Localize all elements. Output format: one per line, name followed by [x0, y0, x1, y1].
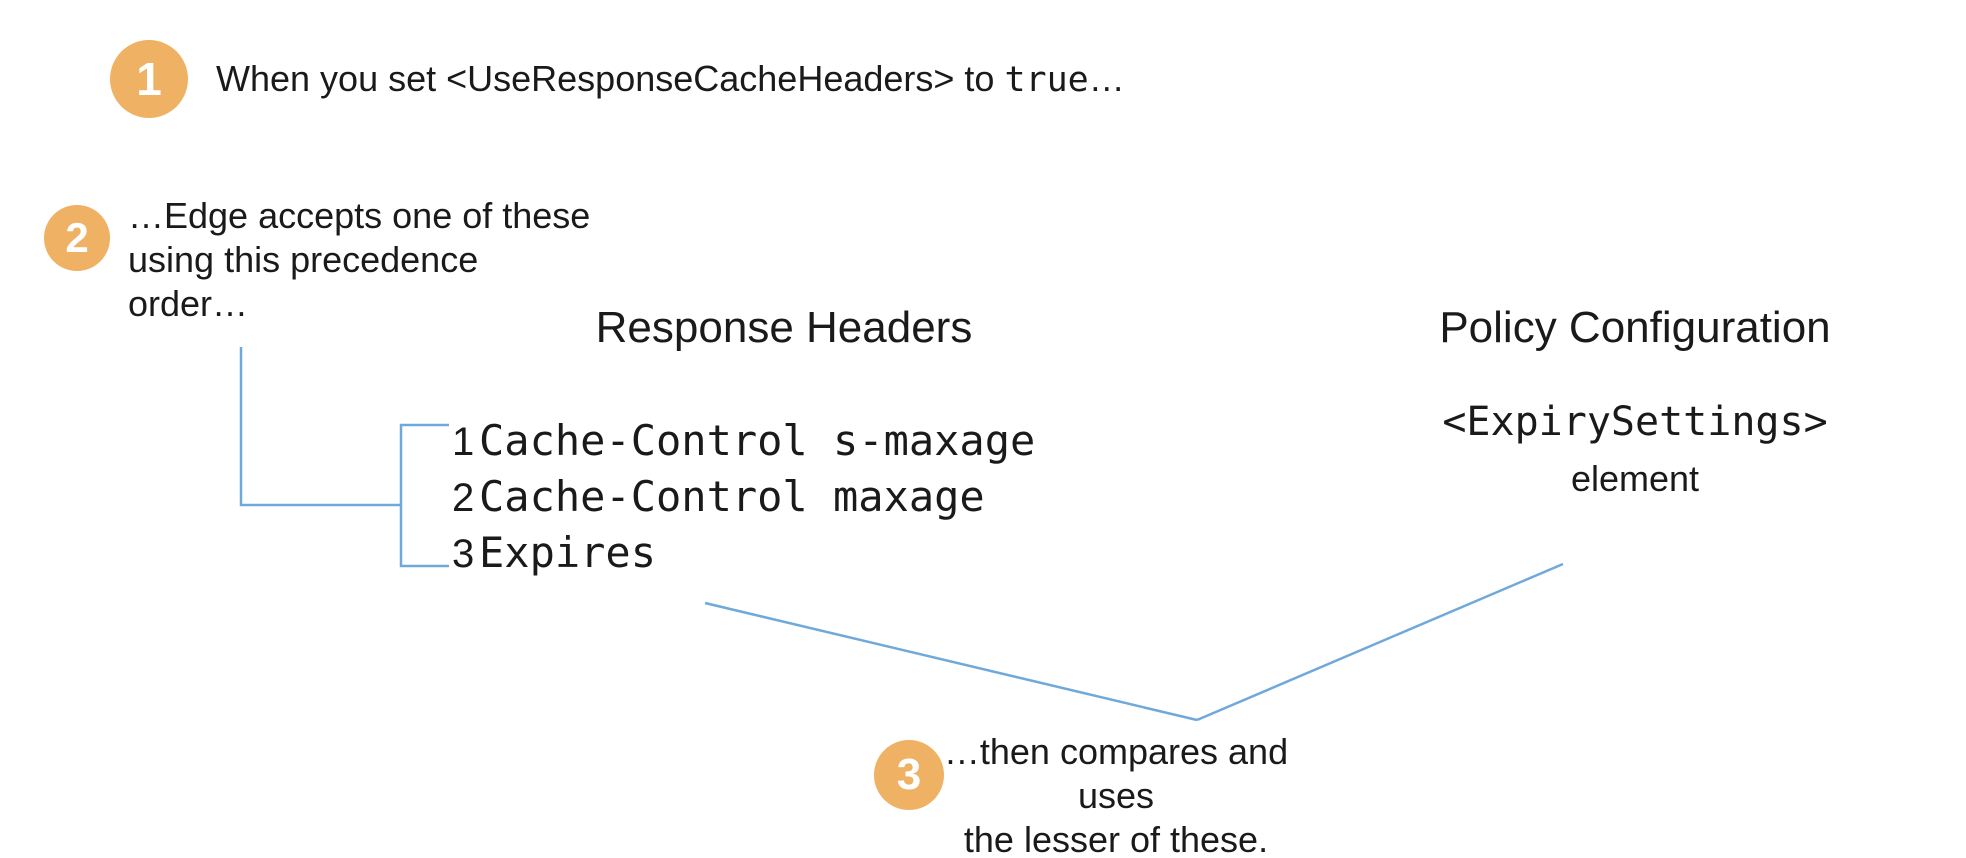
response-headers-heading: Response Headers: [595, 303, 973, 352]
step-1-text-before: When you set <UseResponseCacheHeaders> t…: [216, 58, 1005, 99]
compare-connector-right: [1196, 562, 1564, 722]
step-3-line: …then compares and uses: [943, 731, 1289, 816]
step-3-text: …then compares and uses the lesser of th…: [930, 730, 1302, 858]
policy-configuration-block: <ExpirySettings> element: [1380, 398, 1890, 500]
precedence-connector-line: [239, 347, 401, 507]
step-2-line: order…: [128, 283, 249, 324]
step-1-code-value: true: [1004, 60, 1089, 100]
step-1-number: 1: [136, 53, 162, 105]
step-1-text-after: …: [1088, 58, 1125, 99]
step-2-badge: 2: [44, 205, 110, 271]
step-2-number: 2: [65, 214, 89, 261]
precedence-bracket: [399, 423, 449, 568]
step-1-text: When you set <UseResponseCacheHeaders> t…: [216, 40, 1125, 119]
response-header-label: Cache-Control maxage: [479, 472, 985, 521]
expiry-settings-element-label: element: [1570, 458, 1700, 499]
step-3-badge: 3: [874, 740, 944, 810]
step-3-number: 3: [896, 750, 922, 799]
step-1-badge: 1: [110, 40, 188, 118]
step-2-text: …Edge accepts one of these using this pr…: [128, 194, 590, 326]
response-header-label: Expires: [479, 528, 657, 577]
response-header-rank: 2: [452, 476, 475, 520]
step-2-line: …Edge accepts one of these: [128, 195, 591, 236]
expiry-settings-code: <ExpirySettings>: [1442, 399, 1828, 445]
policy-configuration-heading: Policy Configuration: [1439, 303, 1831, 352]
response-header-rank: 3: [452, 532, 475, 576]
step-3-line: the lesser of these.: [963, 819, 1269, 858]
response-header-rank: 1: [452, 420, 475, 464]
compare-connector-left: [704, 601, 1198, 722]
step-2-line: using this precedence: [128, 239, 479, 280]
response-header-label: Cache-Control s-maxage: [479, 416, 1036, 465]
